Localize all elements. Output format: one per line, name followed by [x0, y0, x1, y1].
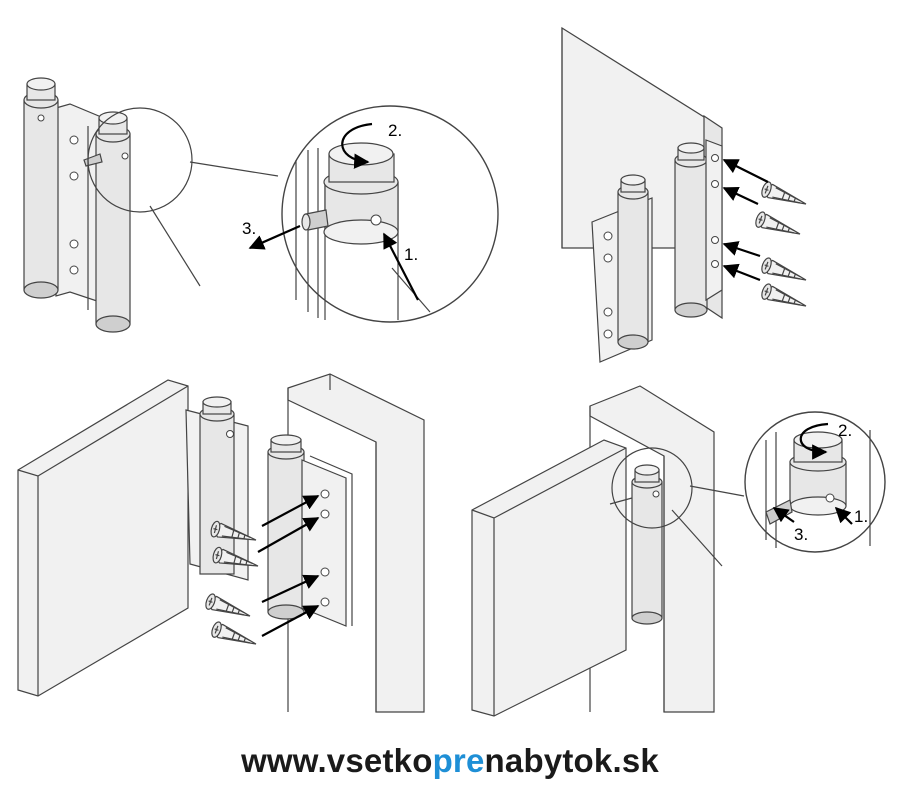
panel-mount-on-frame — [17, 373, 425, 713]
rotate-arrow-2 — [799, 422, 829, 460]
panel-mount-on-door — [561, 26, 810, 363]
hinge-on-door — [591, 139, 723, 363]
step-label-rotate-2: 2. — [838, 421, 852, 440]
url-part-after: nabytok.sk — [484, 742, 659, 779]
screw-arrow — [261, 495, 320, 527]
pull-pin-arrow — [248, 224, 301, 250]
step-label-hole: 1. — [404, 245, 418, 264]
screw-arrow — [261, 605, 320, 637]
pull-pin-arrow-2 — [772, 507, 795, 523]
panel-final-adjust: 2. 3. 1. — [471, 385, 886, 717]
screw-arrow — [257, 517, 320, 553]
step-label-pin: 3. — [242, 219, 256, 238]
insert-rod-arrow — [383, 232, 419, 301]
screw-arrow — [722, 186, 759, 205]
hinge-installed — [609, 464, 663, 625]
door-leaf-left — [17, 379, 189, 697]
magnifier-callout — [87, 107, 279, 287]
url-part-highlight: pre — [432, 742, 485, 779]
screw-set-door — [753, 180, 810, 315]
detail-circle-1 — [281, 105, 499, 323]
rotate-arrow — [341, 122, 373, 169]
step-label-rotate: 2. — [388, 121, 402, 140]
hinge-mid-install — [185, 396, 353, 627]
screw-arrow — [261, 574, 320, 603]
screw-arrow — [722, 241, 761, 258]
insert-rod-arrow-2 — [834, 506, 853, 525]
screw-arrow — [722, 263, 761, 282]
panel-hinge-tension-adjust: 2. 3. 1. — [23, 77, 499, 333]
screw-arrow — [722, 159, 769, 183]
website-url[interactable]: www.vsetkoprenabytok.sk — [0, 742, 900, 780]
door-leaf-right — [471, 439, 627, 717]
url-part-before: www.vsetko — [241, 742, 433, 779]
step-label-hole-2: 1. — [854, 507, 868, 526]
magnifier-callout-2 — [611, 447, 745, 567]
step-label-pin-2: 3. — [794, 525, 808, 544]
double-action-hinge — [23, 77, 131, 333]
detail-circle-2 — [744, 411, 886, 553]
